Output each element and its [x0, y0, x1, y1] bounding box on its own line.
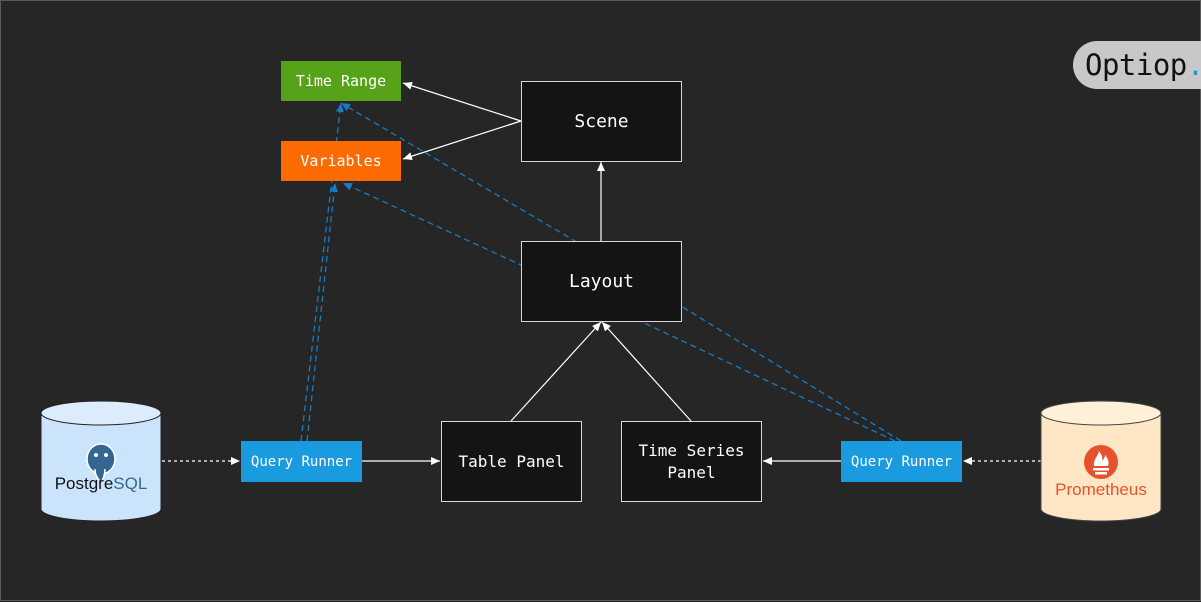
layout-node[interactable]: Layout: [521, 241, 682, 322]
postgresql-label-prefix: Postgre: [54, 474, 114, 493]
postgresql-label-suffix: SQL: [113, 474, 148, 493]
logo-text: Optiop: [1085, 48, 1187, 82]
variables-node[interactable]: Variables: [281, 141, 401, 181]
scene-node[interactable]: Scene: [521, 81, 682, 162]
time-range-node[interactable]: Time Range: [281, 61, 401, 101]
edge-table-panel-to-layout: [510, 321, 602, 422]
time-series-panel-node[interactable]: Time Series Panel: [621, 421, 762, 502]
edge-time-series-panel-to-layout: [601, 321, 692, 422]
optiop-logo: Optiop.: [1073, 41, 1201, 89]
logo-dot: .: [1187, 48, 1201, 82]
time-series-panel-label-line2: Panel: [667, 462, 716, 482]
prometheus-flame-icon: [1084, 445, 1118, 479]
query-runner-left-node[interactable]: Query Runner: [241, 441, 362, 482]
postgresql-label: PostgreSQL: [41, 474, 161, 494]
dep-qr-left-to-variables: [306, 182, 339, 442]
edge-scene-to-variables: [402, 120, 522, 161]
time-series-panel-label-line1: Time Series: [638, 440, 745, 460]
edge-scene-to-time-range: [402, 81, 522, 122]
prometheus-label: Prometheus: [1055, 480, 1147, 499]
postgresql-elephant-icon: [86, 443, 116, 485]
query-runner-right-node[interactable]: Query Runner: [841, 441, 962, 482]
table-panel-node[interactable]: Table Panel: [441, 421, 582, 502]
